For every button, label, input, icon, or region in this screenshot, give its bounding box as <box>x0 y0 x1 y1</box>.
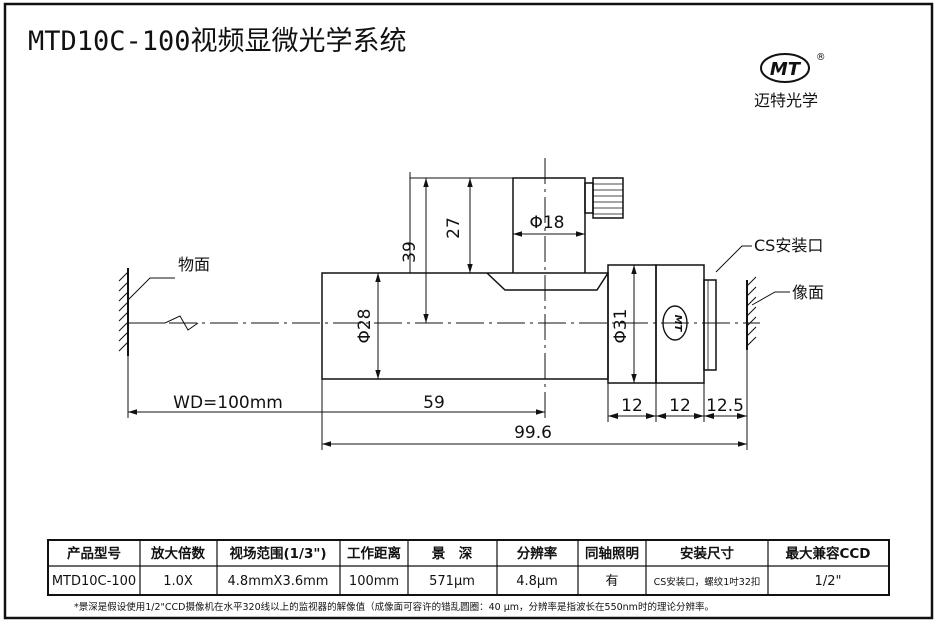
dim-27: 27 <box>444 217 464 239</box>
table-cell: 100mm <box>349 574 399 589</box>
dim-rear-arrows <box>608 413 747 419</box>
dim-d28: Φ28 <box>355 308 375 343</box>
illuminator-block <box>512 177 586 273</box>
object-plane-hatch <box>118 271 129 352</box>
header-cell: 视场范围(1/3") <box>229 545 326 562</box>
footnote: *景深是假设使用1/2"CCD摄像机在水平320线以上的监视器的解像值（成像面可… <box>74 601 714 613</box>
header-cell: 景 深 <box>432 545 473 562</box>
table-cell: 1.0X <box>163 574 193 589</box>
table-header-row: 产品型号 放大倍数 视场范围(1/3") 工作距离 景 深 分辨率 同轴照明 安… <box>67 545 871 562</box>
label-cs-mount: CS安装口 <box>754 236 823 255</box>
header-cell: 最大兼容CCD <box>785 545 870 562</box>
table-border <box>47 539 890 596</box>
illuminator-neck <box>486 272 609 291</box>
table-cell: MTD10C-100 <box>52 574 136 589</box>
dim-d31: Φ31 <box>611 308 631 343</box>
table-cell: 571μm <box>429 574 475 589</box>
cs-leader <box>715 245 752 273</box>
spec-table: 产品型号 放大倍数 视场范围(1/3") 工作距离 景 深 分辨率 同轴照明 安… <box>47 539 890 596</box>
image-plane-hatch <box>746 276 757 347</box>
logo-ellipse <box>760 53 810 83</box>
dim-12a: 12 <box>621 396 643 416</box>
dim-39: 39 <box>400 241 420 263</box>
lens-logo-ellipse <box>662 305 688 341</box>
label-image-plane: 像面 <box>792 283 824 302</box>
table-cell: 4.8mmX3.6mm <box>228 574 329 589</box>
knob <box>592 177 624 219</box>
table-column-rules <box>139 540 769 595</box>
axis-break <box>128 315 199 331</box>
brand-logo: MT ® 迈特光学 <box>754 52 826 110</box>
table-cell: 1/2" <box>815 574 842 589</box>
header-cell: 分辨率 <box>517 545 558 562</box>
header-cell: 产品型号 <box>67 545 121 562</box>
header-cell: 放大倍数 <box>150 545 205 562</box>
table-row: MTD10C-100 1.0X 4.8mmX3.6mm 100mm 571μm … <box>52 574 842 589</box>
knob-knurl <box>593 183 623 215</box>
table-cell: CS安装口，螺纹1吋32扣 <box>654 576 761 588</box>
logo-text: MT <box>770 59 802 80</box>
dim-d18: Φ18 <box>529 213 564 233</box>
dim-12b: 12 <box>669 396 691 416</box>
image-leader <box>751 291 790 306</box>
registered-mark: ® <box>816 52 826 63</box>
header-cell: 安装尺寸 <box>680 545 734 562</box>
brand-name: 迈特光学 <box>754 91 818 110</box>
lens-logo-text: MT <box>672 315 683 333</box>
table-cell: 4.8μm <box>516 574 558 589</box>
header-cell: 同轴照明 <box>585 545 639 562</box>
sheet-border <box>3 2 934 620</box>
page-title: MTD10C-100视频显微光学系统 <box>28 26 407 57</box>
dim-59: 59 <box>423 393 445 413</box>
table-cell: 有 <box>605 574 618 589</box>
header-cell: 工作距离 <box>347 545 401 562</box>
dim-12-5: 12.5 <box>706 396 744 416</box>
dim-total: 99.6 <box>514 423 552 443</box>
object-leader <box>127 277 175 301</box>
label-object-plane: 物面 <box>178 255 210 274</box>
optical-drawing <box>118 158 790 450</box>
cs-mount-ring <box>703 279 717 371</box>
knob-shaft <box>584 182 594 214</box>
dim-wd: WD=100mm <box>173 393 283 413</box>
